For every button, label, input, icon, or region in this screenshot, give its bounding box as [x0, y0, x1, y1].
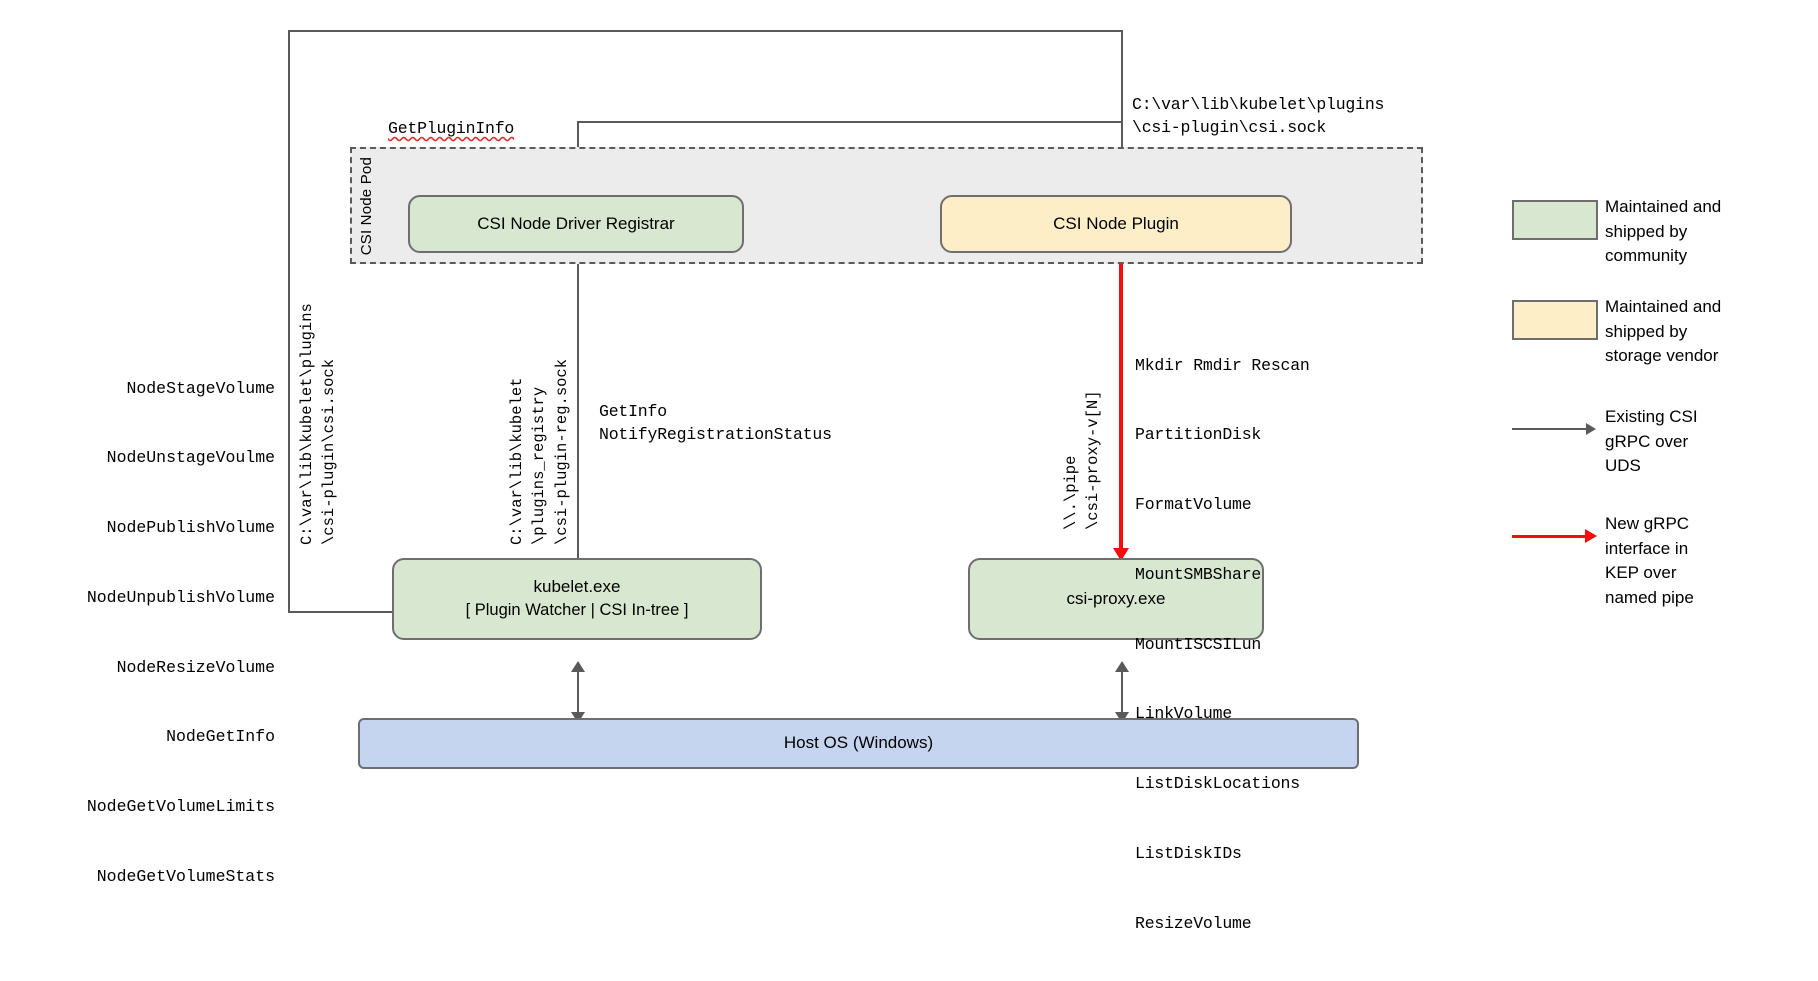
- proxy-rpc-list: Mkdir Rmdir Rescan PartitionDisk FormatV…: [1135, 307, 1310, 981]
- connector-registrar-kubelet: [577, 263, 579, 560]
- connector-kubelet-hostos: [577, 668, 579, 716]
- proxy-rpc-item: Mkdir Rmdir Rescan: [1135, 355, 1310, 375]
- proxy-rpc-item: LinkVolume: [1135, 704, 1233, 724]
- connector-kubelet-to-registrar-bottom: [288, 611, 392, 613]
- get-plugin-info-label: GetPluginInfo: [388, 119, 515, 138]
- csi-node-plugin-label: CSI Node Plugin: [1053, 213, 1179, 233]
- csi-socket-path-rotated-label: C:\var\lib\kubelet\plugins \csi-plugin\c…: [298, 303, 339, 545]
- arrow-kubelet-hostos-up-icon: [571, 661, 585, 672]
- connector-csiproxy-hostos: [1121, 668, 1123, 716]
- node-rpc-item: NodeUnstageVoulme: [106, 448, 275, 468]
- legend-swatch-vendor: [1512, 300, 1598, 340]
- node-csi-node-plugin[interactable]: CSI Node Plugin: [940, 195, 1292, 253]
- csi-node-pod-label: CSI Node Pod: [358, 157, 375, 256]
- node-rpc-item: NodeGetVolumeLimits: [86, 797, 275, 816]
- csi-node-driver-registrar-label: CSI Node Driver Registrar: [477, 213, 675, 233]
- node-csi-node-driver-registrar[interactable]: CSI Node Driver Registrar: [408, 195, 744, 253]
- legend-text-existing-csi: Existing CSI gRPC over UDS: [1605, 407, 1698, 476]
- node-rpc-item: NodeStageVolume: [126, 378, 275, 398]
- node-rpc-item: NodePublishVolume: [106, 518, 275, 537]
- node-rpc-item: NodeResizeVolume: [116, 657, 275, 677]
- registrar-callbacks-label: GetInfo NotifyRegistrationStatus: [599, 402, 832, 445]
- arrow-kubelet-hostos-down-icon: [571, 712, 585, 723]
- legend-swatch-community: [1512, 200, 1598, 240]
- node-host-os[interactable]: Host OS (Windows): [358, 718, 1359, 769]
- proxy-rpc-item: MountISCSILun: [1135, 634, 1262, 654]
- node-csi-proxy-exe[interactable]: csi-proxy.exe: [968, 558, 1264, 640]
- legend-text-vendor: Maintained and shipped by storage vendor: [1605, 297, 1722, 366]
- proxy-rpc-item: MountSMBShare: [1135, 564, 1262, 584]
- arrow-into-csiproxy-red-icon: [1113, 548, 1129, 561]
- connector-kubelet-to-registrar-left: [288, 30, 290, 613]
- arrow-csiproxy-hostos-down-icon: [1115, 712, 1129, 723]
- connector-plugin-to-csiproxy-red: [1119, 260, 1123, 555]
- connector-plugin-socket-down: [1121, 30, 1123, 170]
- node-kubelet-exe[interactable]: kubelet.exe [ Plugin Watcher | CSI In-tr…: [392, 558, 762, 640]
- node-rpc-item: NodeUnpublishVolume: [86, 587, 275, 607]
- kubelet-exe-sublabel: [ Plugin Watcher | CSI In-tree ]: [465, 601, 689, 620]
- node-rpc-list: NodeStageVolume NodeUnstageVoulme NodePu…: [20, 330, 275, 935]
- proxy-rpc-item: ListDiskIDs: [1135, 843, 1242, 863]
- node-rpc-item: NodeGetInfo: [166, 727, 275, 747]
- node-rpc-item: NodeGetVolumeStats: [96, 866, 275, 886]
- legend-text-new-grpc: New gRPC interface in KEP over named pip…: [1605, 514, 1694, 607]
- proxy-rpc-item: ListDiskLocations: [1135, 774, 1300, 793]
- named-pipe-rotated-label: \\.\pipe \csi-proxy-v[N]: [1062, 390, 1103, 530]
- connector-outer-top: [288, 30, 1123, 32]
- host-os-label: Host OS (Windows): [783, 733, 934, 753]
- legend-text-community: Maintained and shipped by community: [1605, 197, 1722, 266]
- connector-getplugininfo-horizontal: [577, 121, 1123, 123]
- diagram-canvas: CSI Node Pod CSI Node Driver Registrar C…: [87, 30, 1722, 933]
- proxy-rpc-item: FormatVolume: [1135, 495, 1252, 514]
- plugin-socket-path-label: C:\var\lib\kubelet\plugins \csi-plugin\c…: [1132, 95, 1385, 138]
- csi-proxy-exe-label: csi-proxy.exe: [1066, 588, 1166, 608]
- proxy-rpc-item: ResizeVolume: [1135, 913, 1252, 933]
- proxy-rpc-item: PartitionDisk: [1135, 425, 1262, 445]
- arrow-csiproxy-hostos-up-icon: [1115, 661, 1129, 672]
- kubelet-exe-label: kubelet.exe: [533, 577, 621, 597]
- registry-socket-path-rotated-label: C:\var\lib\kubelet \plugins_registry \cs…: [508, 358, 571, 545]
